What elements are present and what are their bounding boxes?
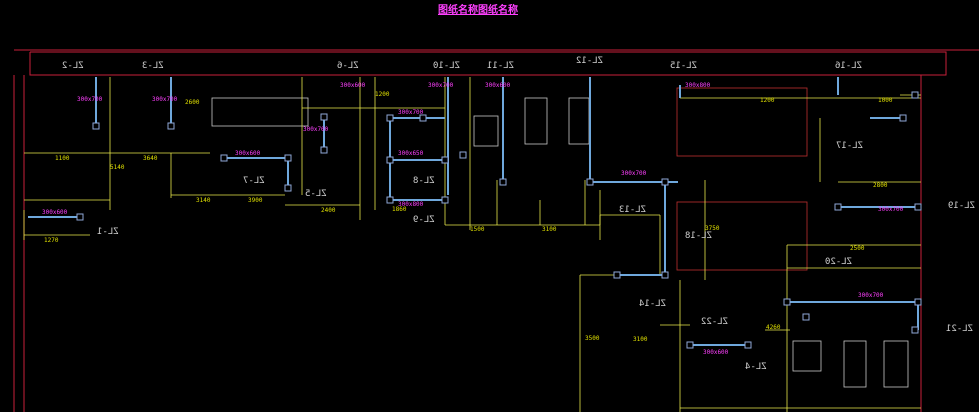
beam-note: 300x650 [398,150,424,157]
dim-label: 1270 [44,237,59,244]
dim-label: 2600 [185,99,200,106]
beam-note: 300x800 [398,201,424,208]
dim-label: 5140 [110,164,125,171]
beam-note: 300x600 [235,150,261,157]
beam-tag-zl-14: ZL-14 [639,299,667,309]
beam-tag-zl-21: ZL-21 [946,324,974,334]
dim-label: 3640 [143,155,158,162]
beam-note: 300x600 [485,82,511,89]
beam-tag-zl-12: ZL-12 [576,56,604,66]
dim-label: 4260 [766,324,781,331]
hatch-zones [676,87,808,271]
wall-lines [23,77,921,412]
beam-note: 300x700 [303,126,329,133]
beam-note: 300x700 [878,206,904,213]
dim-label: 3140 [196,197,211,204]
beam-tag-zl-7: ZL-7 [243,176,265,186]
dim-label: 2500 [850,245,865,252]
dim-label: 3100 [633,336,648,343]
opening-boxes [211,97,909,388]
beam-tag-zl-9: ZL-9 [413,215,435,225]
beam-note: 300x700 [428,82,454,89]
dim-label: 3100 [542,226,557,233]
dim-label: 2400 [321,207,336,214]
dim-label: 1200 [760,97,775,104]
drawing-frame [13,49,979,412]
beam-note: 300x700 [152,96,178,103]
beam-tag-zl-10: ZL-10 [433,61,461,71]
dim-label: 1000 [878,97,893,104]
beam-tag-zl-5: ZL-5 [305,189,327,199]
dim-label: 1200 [375,91,390,98]
drawing-title: 图纸名称图纸名称 [438,5,518,16]
beam-tag-zl-17: ZL-17 [836,141,864,151]
dim-label: 3750 [705,225,720,232]
beam-note: 300x800 [685,82,711,89]
beam-tag-zl-19: ZL-19 [948,201,976,211]
beam-note: 300x700 [398,109,424,116]
beam-tag-zl-8: ZL-8 [413,176,435,186]
beam-note: 300x700 [77,96,103,103]
beam-note: 300x600 [42,209,68,216]
dim-label: 1100 [55,155,70,162]
beam-tag-zl-3: ZL-3 [142,61,164,71]
dim-label: 3500 [585,335,600,342]
beam-tag-zl-22: ZL-22 [701,317,729,327]
beam-tag-zl-2: ZL-2 [62,61,84,71]
beam-note: 300x700 [621,170,647,177]
beam-lines [28,77,919,346]
beam-tag-zl-18: ZL-18 [685,231,713,241]
beam-note: 300x600 [340,82,366,89]
beam-tag-zl-6: ZL-6 [337,61,359,71]
dim-label: 2800 [873,182,888,189]
beam-tag-zl-1: ZL-1 [97,227,119,237]
dim-label: 1500 [470,226,485,233]
beam-tag-zl-4: ZL-4 [745,362,767,372]
beam-tag-zl-20: ZL-20 [825,257,853,267]
beam-note: 300x600 [703,349,729,356]
column-nodes [76,91,922,349]
beam-note: 300x700 [858,292,884,299]
beam-tag-zl-16: ZL-16 [835,61,863,71]
beam-tag-zl-13: ZL-13 [619,205,647,215]
dim-label: 3900 [248,197,263,204]
beam-tag-zl-15: ZL-15 [670,61,698,71]
dim-label: 1860 [392,206,407,213]
beam-tag-zl-11: ZL-11 [487,61,515,71]
